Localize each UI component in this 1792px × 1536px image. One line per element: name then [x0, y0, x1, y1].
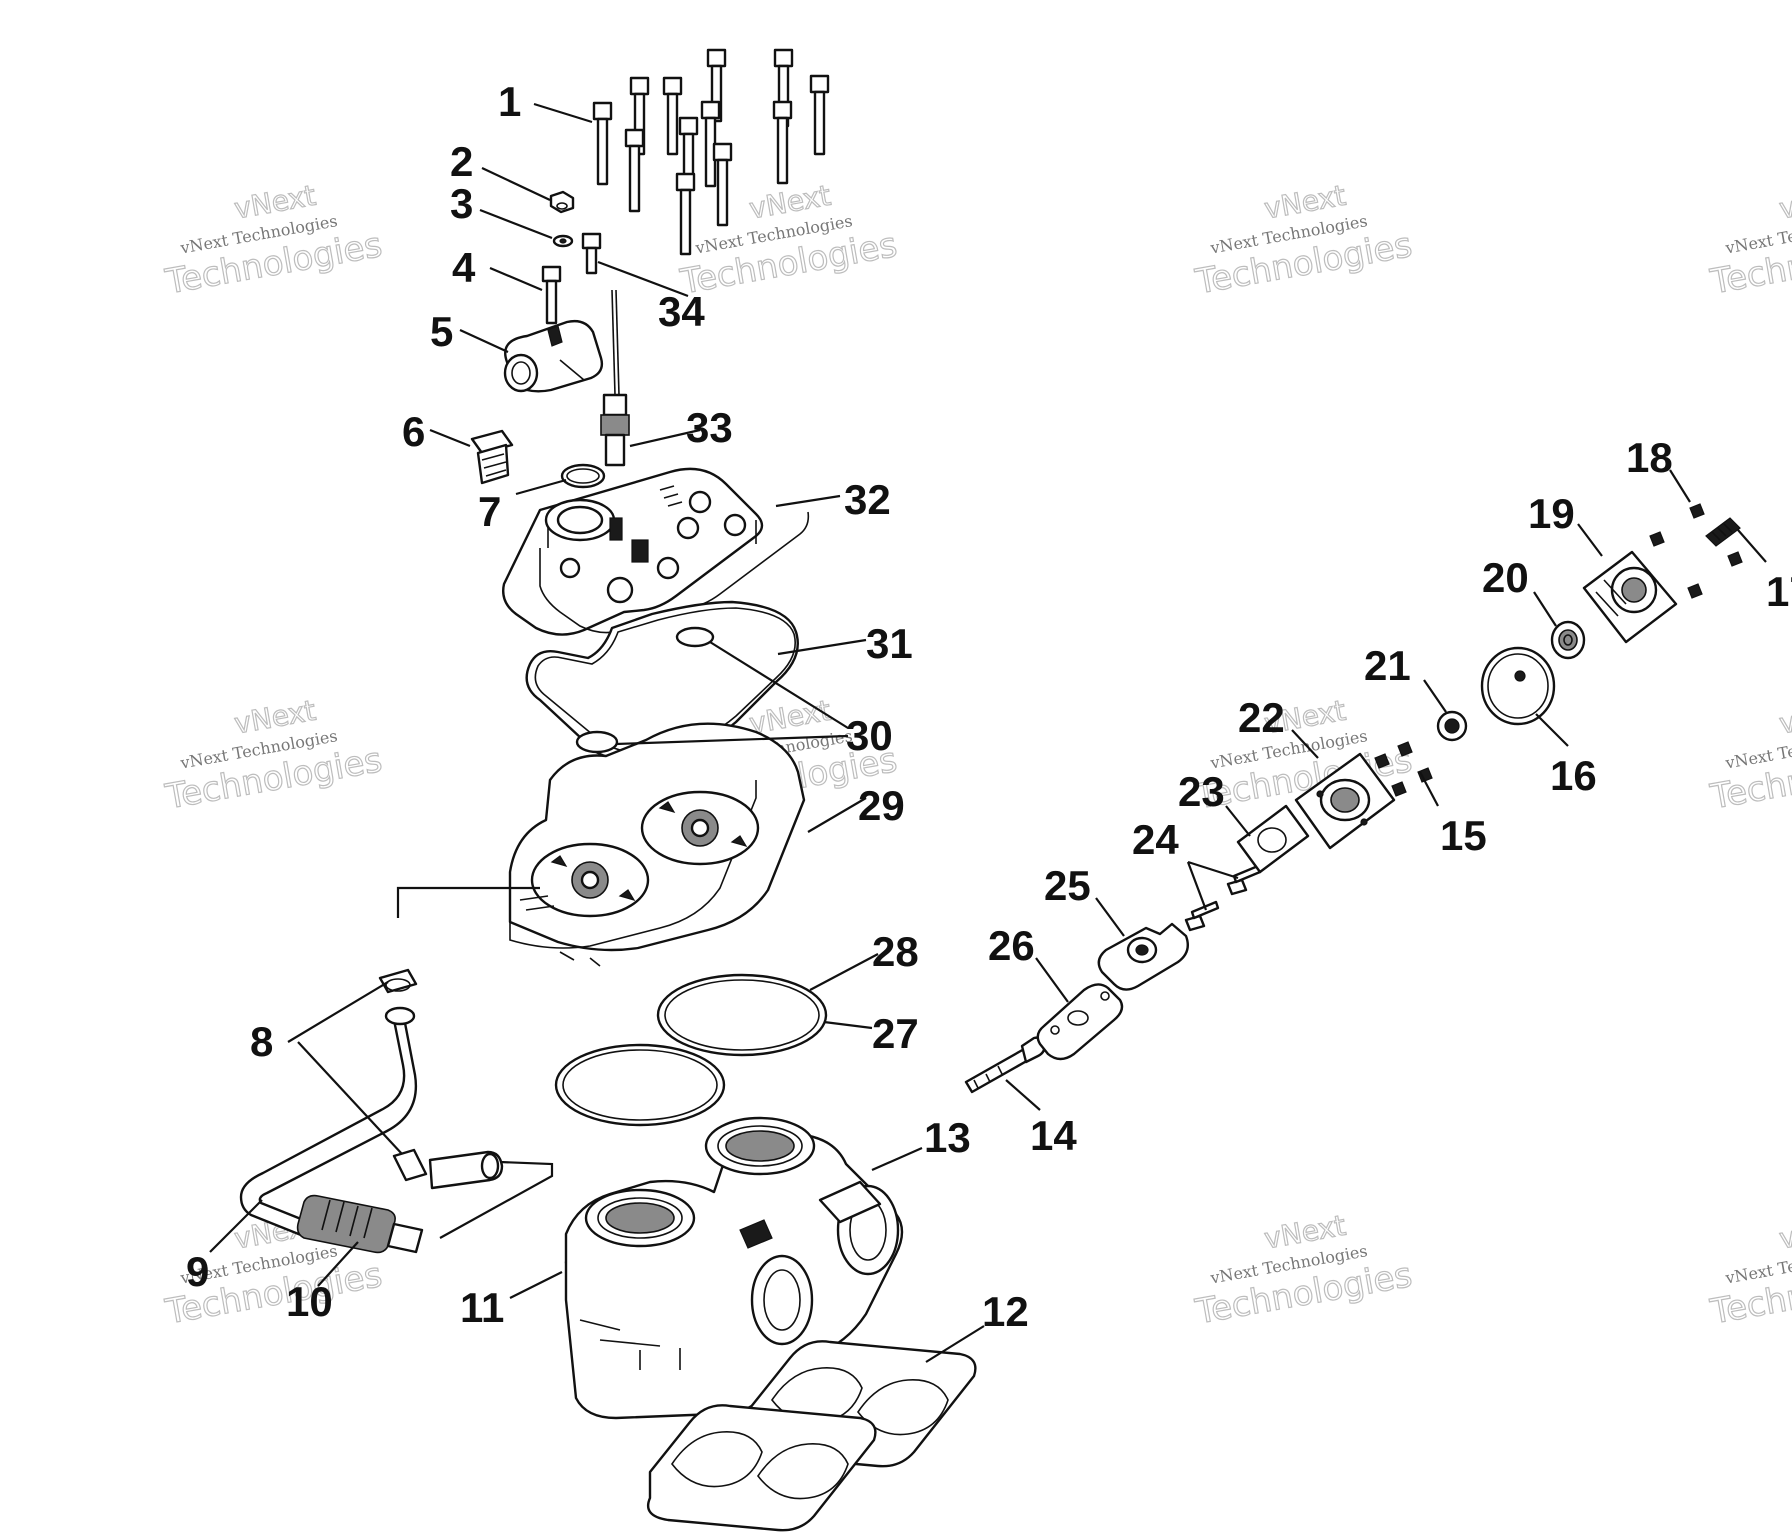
callout-4: 4	[452, 244, 476, 291]
callout-15: 15	[1440, 812, 1487, 859]
valve-gasket	[1236, 804, 1310, 874]
callout-22: 22	[1238, 694, 1285, 741]
leader-lines	[209, 102, 1767, 1363]
watermark-line1: vNext	[1777, 694, 1792, 741]
callout-17: 17	[1766, 568, 1792, 615]
valve-screws	[1184, 864, 1262, 932]
callout-8: 8	[250, 1018, 273, 1065]
callout-24: 24	[1132, 816, 1179, 863]
valve-cap	[1582, 550, 1678, 644]
callout-23: 23	[1178, 768, 1225, 815]
callout-12: 12	[982, 1288, 1029, 1335]
sensor-bolt	[581, 232, 602, 275]
callout-32: 32	[844, 476, 891, 523]
temperature-sensor	[600, 289, 630, 467]
bypass-hose	[239, 1006, 418, 1237]
valve-washer	[1550, 620, 1586, 660]
callout-6: 6	[402, 408, 425, 455]
hose-clamp-upper	[378, 968, 418, 994]
callout-16: 16	[1550, 752, 1597, 799]
hose-fitting	[428, 1150, 504, 1190]
callout-19: 19	[1528, 490, 1575, 537]
watermark-line1: vNext	[1777, 1209, 1792, 1256]
small-nut	[549, 190, 575, 214]
cover-screws	[1374, 741, 1433, 797]
callout-14: 14	[1030, 1112, 1077, 1159]
callout-7: 7	[478, 488, 501, 535]
cylinder-ring-lower	[554, 1043, 726, 1127]
callout-26: 26	[988, 922, 1035, 969]
callout-3: 3	[450, 180, 473, 227]
cylinder-head-cover	[502, 467, 810, 636]
exhaust-valve-housing	[1097, 922, 1189, 991]
small-washer	[552, 234, 574, 248]
return-spring	[1705, 517, 1741, 547]
valve-cover	[1294, 752, 1396, 850]
head-leader-bracket	[396, 886, 540, 918]
cap-screws	[1649, 503, 1743, 599]
thermostat-housing	[503, 319, 604, 393]
callout-5: 5	[430, 308, 453, 355]
fitting-leader	[439, 1160, 554, 1239]
callout-18: 18	[1626, 434, 1673, 481]
callout-28: 28	[872, 928, 919, 975]
callout-21: 21	[1364, 642, 1411, 689]
hose-clamp-lower	[392, 1148, 428, 1182]
callout-30: 30	[846, 712, 893, 759]
callout-34: 34	[658, 288, 705, 335]
cylinder-ring-upper	[656, 973, 828, 1057]
callout-31: 31	[866, 620, 913, 667]
hose-sleeve	[296, 1194, 424, 1254]
callout-13: 13	[924, 1114, 971, 1161]
diaphragm	[1480, 646, 1556, 726]
callout-27: 27	[872, 1010, 919, 1057]
callout-10: 10	[286, 1278, 333, 1325]
head-bolts	[592, 48, 830, 256]
callout-9: 9	[186, 1248, 209, 1295]
callout-33: 33	[686, 404, 733, 451]
thermostat	[470, 429, 514, 485]
o-ring-lower	[575, 730, 619, 754]
callout-2: 2	[450, 138, 473, 185]
callout-labels: 1 2 3 4 5 6 7 8 9 10 11 12 13 14 15 16 1…	[186, 78, 1792, 1335]
callout-11: 11	[460, 1284, 504, 1331]
o-ring-upper	[675, 626, 715, 648]
callout-25: 25	[1044, 862, 1091, 909]
callout-20: 20	[1482, 554, 1529, 601]
base-gasket-lower	[646, 1404, 877, 1532]
exhaust-valve-gasket	[1036, 983, 1124, 1061]
cylinder-head	[508, 722, 806, 967]
water-fitting	[964, 1036, 1046, 1094]
watermark-line1: vNext	[1777, 179, 1792, 226]
cylinder-block	[564, 1116, 904, 1420]
valve-seal	[1436, 710, 1468, 742]
callout-1: 1	[498, 78, 521, 125]
callout-29: 29	[858, 782, 905, 829]
housing-bolt	[541, 265, 562, 325]
